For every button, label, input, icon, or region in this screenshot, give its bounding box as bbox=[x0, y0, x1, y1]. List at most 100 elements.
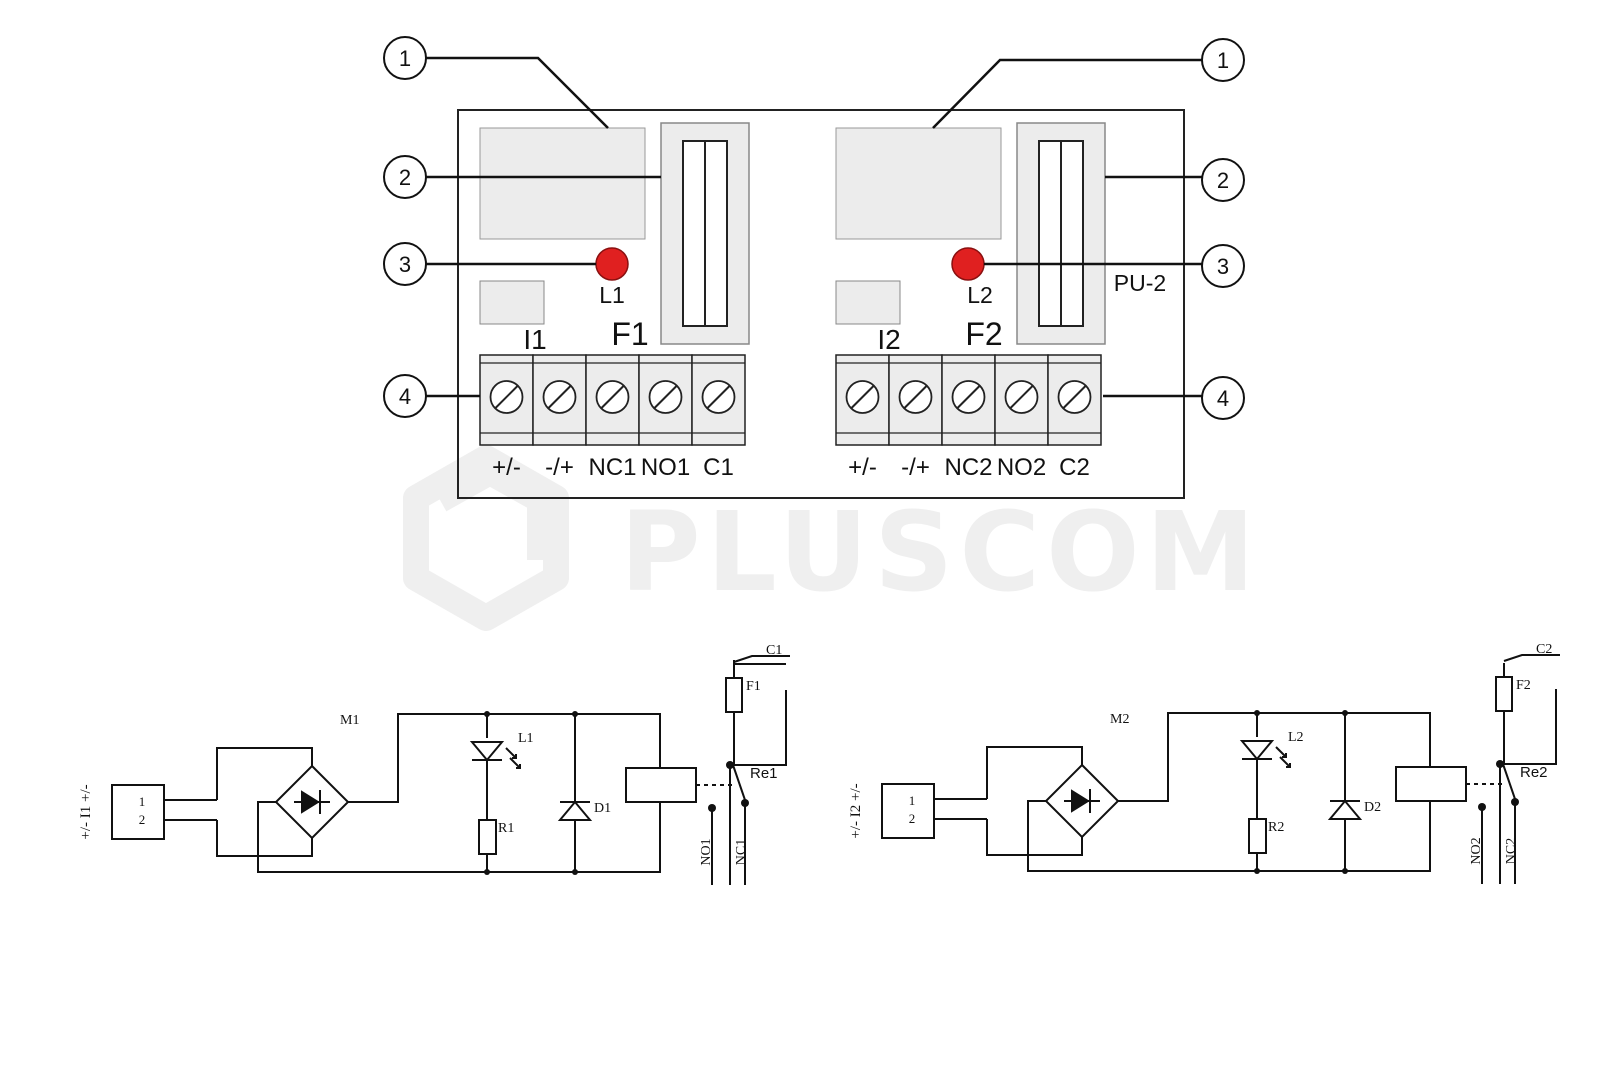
terminal-label: NC2 bbox=[944, 454, 992, 481]
pluscom-watermark: PLUSCOM bbox=[403, 445, 1261, 631]
board-outline bbox=[457, 109, 1185, 499]
fuse-f1-symbol-icon bbox=[725, 677, 743, 713]
led-label-1: L1 bbox=[599, 282, 625, 308]
callout-4-right: 4 bbox=[1201, 376, 1245, 420]
pin1-label: 1 bbox=[139, 794, 146, 809]
terminal-xxx: +/- bbox=[835, 354, 890, 481]
resistor-label-r1: R1 bbox=[498, 821, 514, 836]
fuse-label-1: F1 bbox=[611, 316, 648, 352]
led-l1-symbol-icon bbox=[469, 741, 521, 769]
relay-label-re1: Re1 bbox=[750, 765, 778, 782]
callout-leaders bbox=[426, 56, 1202, 398]
resistor-label-r2: R2 bbox=[1268, 820, 1284, 835]
common-label-c1: C1 bbox=[766, 643, 782, 658]
nc-label-nc1: NC1 bbox=[734, 839, 749, 865]
led-label-l2: L2 bbox=[1288, 730, 1304, 745]
svg-text:2: 2 bbox=[399, 165, 411, 190]
input-label-2: I2 bbox=[877, 324, 900, 355]
screw-icon bbox=[648, 380, 683, 414]
terminal-label: +/- bbox=[848, 454, 877, 481]
watermark-hexagon-icon bbox=[403, 445, 569, 631]
terminal-nc2: NC2 bbox=[941, 354, 996, 481]
screw-icon bbox=[1004, 380, 1039, 414]
led-l2-icon bbox=[951, 247, 985, 281]
no-label-no1: NO1 bbox=[699, 838, 714, 865]
input-connector-1 bbox=[479, 280, 545, 325]
relay-housing-1 bbox=[479, 127, 646, 240]
terminal-label: -/+ bbox=[545, 454, 574, 481]
no-label-no2: NO2 bbox=[1469, 837, 1484, 864]
input-label-i1: +/- I1 +/- bbox=[78, 784, 94, 839]
terminal-nc1: NC1 bbox=[585, 354, 640, 481]
resistor-r2-icon bbox=[1248, 818, 1267, 854]
terminal-label: C1 bbox=[703, 454, 734, 481]
resistor-r1-icon bbox=[478, 819, 497, 855]
svg-text:1: 1 bbox=[399, 46, 411, 71]
diode-label-d1: D1 bbox=[594, 801, 611, 816]
input-connector-symbol-2 bbox=[881, 783, 935, 839]
fuse-label-2: F2 bbox=[965, 316, 1002, 352]
input-connector-2 bbox=[835, 280, 901, 325]
callout-3-right: 3 bbox=[1201, 244, 1245, 288]
relay-label-re2: Re2 bbox=[1520, 764, 1548, 781]
terminal-label: NO1 bbox=[641, 454, 690, 481]
terminal-label: NC1 bbox=[588, 454, 636, 481]
fuse-holder-2 bbox=[1016, 122, 1106, 345]
terminal-label: C2 bbox=[1059, 454, 1090, 481]
terminal-label: -/+ bbox=[901, 454, 930, 481]
terminal-xxx: -/+ bbox=[888, 354, 943, 481]
module-label-m2: M2 bbox=[1110, 712, 1129, 727]
terminal-label: NO2 bbox=[997, 454, 1046, 481]
callout-1-left: 1 bbox=[383, 36, 427, 80]
terminal-label: +/- bbox=[492, 454, 521, 481]
fuse-label-f2: F2 bbox=[1516, 678, 1531, 693]
svg-text:1: 1 bbox=[1217, 48, 1229, 73]
module-label-m1: M1 bbox=[340, 713, 359, 728]
terminal-c2: C2 bbox=[1047, 354, 1102, 481]
bridge-rectifier-2-icon bbox=[1044, 763, 1120, 839]
screw-icon bbox=[951, 380, 986, 414]
led-l1-icon bbox=[595, 247, 629, 281]
bridge-rectifier-1-icon bbox=[274, 764, 350, 840]
diode-label-d2: D2 bbox=[1364, 800, 1381, 815]
callout-2-left: 2 bbox=[383, 155, 427, 199]
schematic-1 bbox=[111, 655, 790, 885]
schematic-2 bbox=[881, 654, 1560, 884]
relay-housing-2 bbox=[835, 127, 1002, 240]
common-label-c2: C2 bbox=[1536, 642, 1552, 657]
screw-icon bbox=[1057, 380, 1092, 414]
svg-text:3: 3 bbox=[399, 252, 411, 277]
svg-text:3: 3 bbox=[1217, 254, 1229, 279]
diode-d2-icon bbox=[1327, 799, 1363, 820]
terminal-no2: NO2 bbox=[994, 354, 1049, 481]
watermark-text: PLUSCOM bbox=[620, 488, 1261, 616]
screw-icon bbox=[701, 380, 736, 414]
screw-icon bbox=[595, 380, 630, 414]
screw-icon bbox=[845, 380, 880, 414]
terminal-c1: C1 bbox=[691, 354, 746, 481]
schematic-2-labels: M2 1 2 +/- I2 +/- L2 R2 D2 Re2 F2 C2 NO2… bbox=[848, 642, 1552, 865]
callout-3-left: 3 bbox=[383, 242, 427, 286]
pin1-label-2: 1 bbox=[909, 793, 916, 808]
led-label-2: L2 bbox=[967, 282, 993, 308]
input-label-i2: +/- I2 +/- bbox=[848, 783, 864, 838]
led-label-l1: L1 bbox=[518, 731, 534, 746]
svg-text:2: 2 bbox=[1217, 168, 1229, 193]
diode-d1-icon bbox=[557, 800, 593, 821]
pin2-label-2: 2 bbox=[909, 811, 916, 826]
relay-coil-re2-icon bbox=[1395, 766, 1467, 802]
nc-label-nc2: NC2 bbox=[1504, 838, 1519, 864]
input-connector-symbol-1 bbox=[111, 784, 165, 840]
screw-icon bbox=[898, 380, 933, 414]
svg-text:4: 4 bbox=[399, 384, 411, 409]
screw-icon bbox=[542, 380, 577, 414]
fuse-f2-symbol-icon bbox=[1495, 676, 1513, 712]
led-l2-symbol-icon bbox=[1239, 740, 1291, 768]
terminal-xxx: -/+ bbox=[532, 354, 587, 481]
terminal-xxx: +/- bbox=[479, 354, 534, 481]
terminal-no1: NO1 bbox=[638, 354, 693, 481]
callout-1-right: 1 bbox=[1201, 38, 1245, 82]
